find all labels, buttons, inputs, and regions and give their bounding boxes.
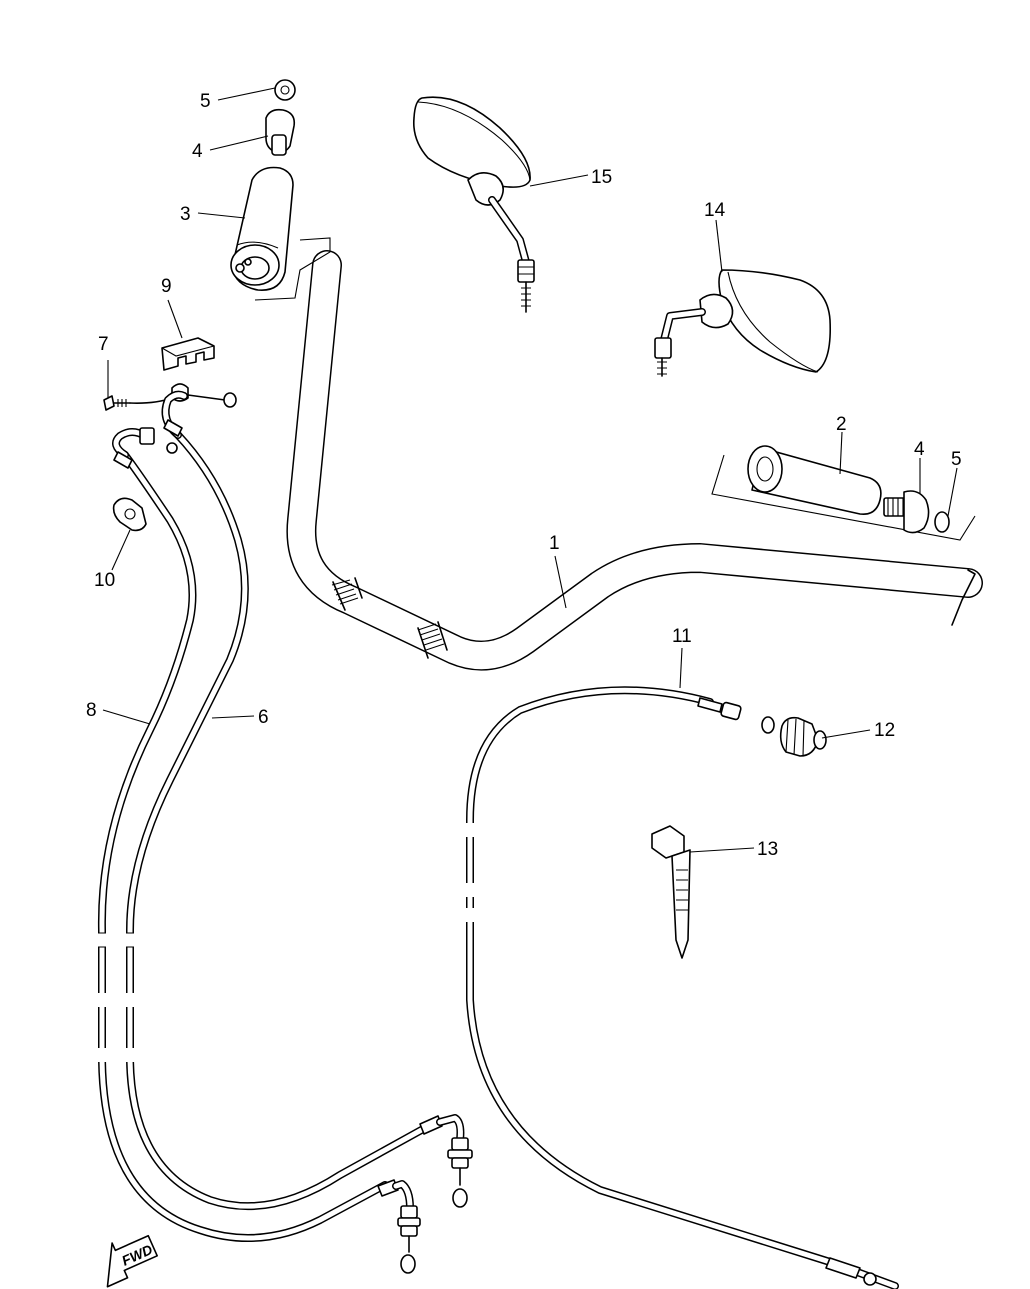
hose-clip-10 [112, 497, 147, 532]
cable-adjuster-12 [761, 716, 827, 757]
fwd-arrow-badge: FWD [106, 1234, 158, 1288]
brake-hose-8 [97, 451, 389, 1242]
cable-clamp-9 [161, 337, 215, 371]
hose-6-bottom-fitting [419, 1114, 473, 1208]
callout-9: 9 [161, 276, 172, 297]
bar-end-weight-right [883, 490, 930, 534]
hose-6-top-fitting [161, 390, 188, 439]
callout-4-right: 4 [914, 439, 925, 460]
mirror-right [654, 269, 832, 377]
handlebar-knurl-1 [331, 577, 363, 611]
callout-10: 10 [94, 570, 115, 591]
grip-left [230, 166, 294, 291]
callout-5-right: 5 [951, 449, 962, 470]
handlebar-knurl-2 [417, 621, 448, 659]
callout-5-top: 5 [200, 91, 211, 112]
callout-7: 7 [98, 334, 109, 355]
hose-8-top-fitting [112, 427, 178, 469]
callout-11: 11 [672, 626, 692, 647]
screw-right [934, 511, 950, 533]
callout-3: 3 [180, 204, 191, 225]
callout-8: 8 [86, 700, 97, 721]
callout-labels: 1 2 3 4 4 5 5 6 7 8 9 10 11 12 13 14 15 [86, 91, 962, 860]
grip-right [711, 445, 976, 541]
hose-8-bottom-fitting [377, 1179, 421, 1274]
callout-6: 6 [258, 707, 269, 728]
callout-1: 1 [549, 533, 560, 554]
callout-15: 15 [591, 167, 612, 188]
grip-3-leader-box [254, 237, 331, 301]
callout-2: 2 [836, 414, 847, 435]
callout-12: 12 [874, 720, 895, 741]
brake-hose-6 [126, 431, 429, 1211]
callout-13: 13 [757, 839, 778, 860]
hose-break-marks [95, 932, 137, 1062]
banjo-bolt-7 [103, 395, 131, 411]
callout-4-top: 4 [192, 141, 203, 162]
screw-top [274, 79, 296, 101]
handlebar [286, 250, 983, 671]
mirror-left [412, 96, 535, 313]
bar-end-weight-top [265, 108, 296, 156]
cable-tie-13 [651, 825, 691, 959]
callout-14: 14 [704, 200, 726, 221]
leader-lines [102, 87, 958, 853]
cable-11 [462, 686, 899, 1289]
